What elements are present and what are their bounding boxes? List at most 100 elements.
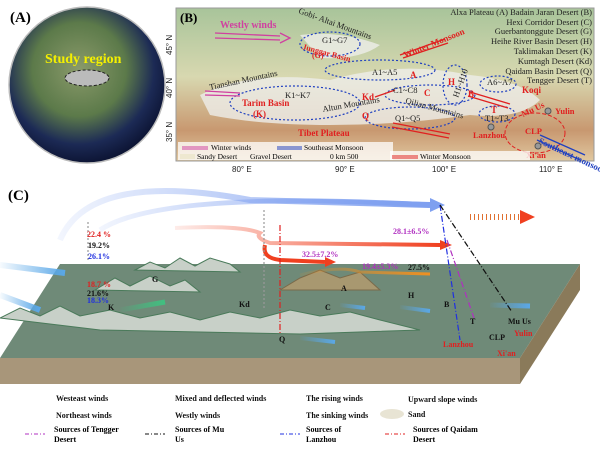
source-lines [87, 204, 513, 341]
pct-g-lanzhou: 26.1% [88, 252, 110, 261]
pct-slope: 19.4±5.3% [362, 262, 398, 271]
site-a: A [410, 70, 417, 80]
legend-item: Upward slope winds [408, 395, 477, 404]
desert-list-item: Qaidam Basin Desert (Q) [505, 66, 592, 76]
pct-k-muus: 21.6% [87, 289, 109, 298]
legend-item: Westeast winds [56, 394, 108, 403]
site-t: T [491, 105, 497, 115]
westeast-wind-arrow [0, 292, 42, 313]
wind-arrows [204, 32, 586, 161]
x-tick: 110° E [539, 165, 563, 174]
scale-bar: 0 km 500 [330, 152, 359, 161]
panel-c-diagram: (C) 22.4 [0, 188, 580, 384]
legend-item: Sources of Mu Us [175, 425, 225, 444]
place-muus: Mu Us [508, 317, 531, 326]
city-xian: Xi'an [526, 150, 546, 160]
site-a6: A6~A7 [487, 77, 512, 87]
site-c: C [424, 88, 431, 98]
place-lanzhou: Lanzhou [443, 340, 474, 349]
site-kd: Kd [362, 92, 374, 102]
desert-list-item: Alxa Plateau (A) Badain Jaran Desert (B) [450, 7, 592, 17]
x-tick: 80° E [232, 165, 252, 174]
site-c1: C1~C8 [393, 85, 417, 95]
panel-a-label: (A) [10, 10, 31, 26]
legend-item: The sinking winds [306, 411, 368, 420]
pct-k-lanzhou: 18.3% [87, 296, 109, 305]
clp-outline [504, 112, 566, 154]
desert-list-item: Taklimakan Desert (K) [514, 46, 592, 56]
x-tick: 90° E [335, 165, 355, 174]
site-k1: K1~K7 [285, 90, 310, 100]
westly-wind-arrow [57, 188, 431, 242]
desert-list-item: Guerbantonggute Desert (G) [495, 26, 592, 36]
tarim-code: (K) [253, 109, 266, 119]
legend-item: Sources of Qaidam Desert [413, 425, 478, 444]
pct-g-muus: 19.2% [88, 241, 110, 250]
place-k: K [108, 303, 115, 312]
city-koqi: Koqi [522, 85, 542, 95]
winter-winds-symbol [182, 146, 208, 150]
place-g: G [152, 275, 158, 284]
x-tick: 100° E [432, 165, 456, 174]
site-h: H [448, 77, 455, 87]
site-g: G1~G7 [322, 35, 347, 45]
place-q: Q [279, 335, 285, 344]
sandy-desert-area [300, 33, 380, 59]
place-c: C [325, 303, 331, 312]
study-region-outline [64, 69, 110, 87]
legend-item: Sources of Lanzhou [306, 425, 342, 444]
site-t1: T1~T3 [485, 113, 508, 123]
diagram-place-labels: G K Kd A C H B T Q Mu Us Yulin CLP Lanzh… [108, 275, 533, 358]
city-clp: CLP [525, 126, 542, 136]
mixed-wind-arrow [174, 225, 441, 247]
site-b: B [468, 89, 474, 99]
sandy-symbol [180, 154, 195, 159]
place-a: A [341, 284, 347, 293]
pct-upper: 28.1±6.5% [393, 227, 429, 236]
legend-winter-winds: Winter winds [211, 143, 251, 152]
sandy-desert-area [200, 68, 540, 125]
legend-item: Mixed and deflected winds [175, 394, 266, 403]
se-monsoon-symbol [277, 146, 302, 150]
site-q1: Q1~Q5 [395, 113, 420, 123]
legend-gravel: Gravel Desert [250, 152, 293, 161]
desert-site-outlines [229, 31, 517, 130]
map-axes: 80° E 90° E 100° E 110° E 45° N 40° N 35… [165, 35, 563, 174]
mountain-ranges [0, 257, 421, 335]
legend-winter-monsoon: Winter Monsoon [420, 152, 471, 161]
place-xian: Xi'an [497, 349, 516, 358]
desert-list-item: Hexi Corridor Desert (C) [506, 17, 592, 27]
pct-g-qaidam: 22.4 % [87, 230, 111, 239]
site-q: Q [362, 111, 369, 121]
upward-slope-wind [299, 267, 431, 277]
y-tick: 35° N [165, 122, 174, 142]
place-clp: CLP [489, 333, 505, 342]
y-tick: 45° N [165, 35, 174, 55]
pct-mid: 32.5±7.2% [302, 250, 338, 259]
westly-wind-arrow [98, 198, 431, 233]
westeast-wind-arrow [0, 262, 66, 276]
desert-list-item: Kumtagh Desert (Kd) [518, 56, 592, 66]
place-t: T [470, 317, 476, 326]
place-kd: Kd [239, 300, 250, 309]
place-b: B [444, 300, 450, 309]
northeast-wind-arrow [119, 299, 166, 313]
panel-b-label: (B) [180, 10, 197, 25]
legend: Westeast winds Mixed and deflected winds… [20, 394, 478, 444]
legend-item: Westly winds [175, 411, 220, 420]
city-lanzhou: Lanzhou [473, 130, 505, 140]
westly-winds-label: Westly winds [220, 20, 277, 31]
map-legend: Winter winds Southeast Monsoon Sandy Des… [178, 142, 530, 161]
tarim-label: Tarim Basin [242, 98, 289, 108]
legend-item: The rising winds [306, 394, 363, 403]
slab-front [0, 358, 520, 384]
tibet-label: Tibet Plateau [298, 128, 350, 138]
legend-item: Sand [408, 410, 426, 419]
pct-k-qaidam: 18.7 % [87, 280, 111, 289]
junggar-code: (G) [312, 51, 324, 60]
place-h: H [408, 291, 415, 300]
desert-list-item: Tengger Desert (T) [527, 75, 592, 85]
legend-se-monsoon: Southeast Monsoon [304, 143, 364, 152]
sand-symbol [380, 409, 404, 419]
pct-slope-2: 27.5% [408, 263, 430, 272]
